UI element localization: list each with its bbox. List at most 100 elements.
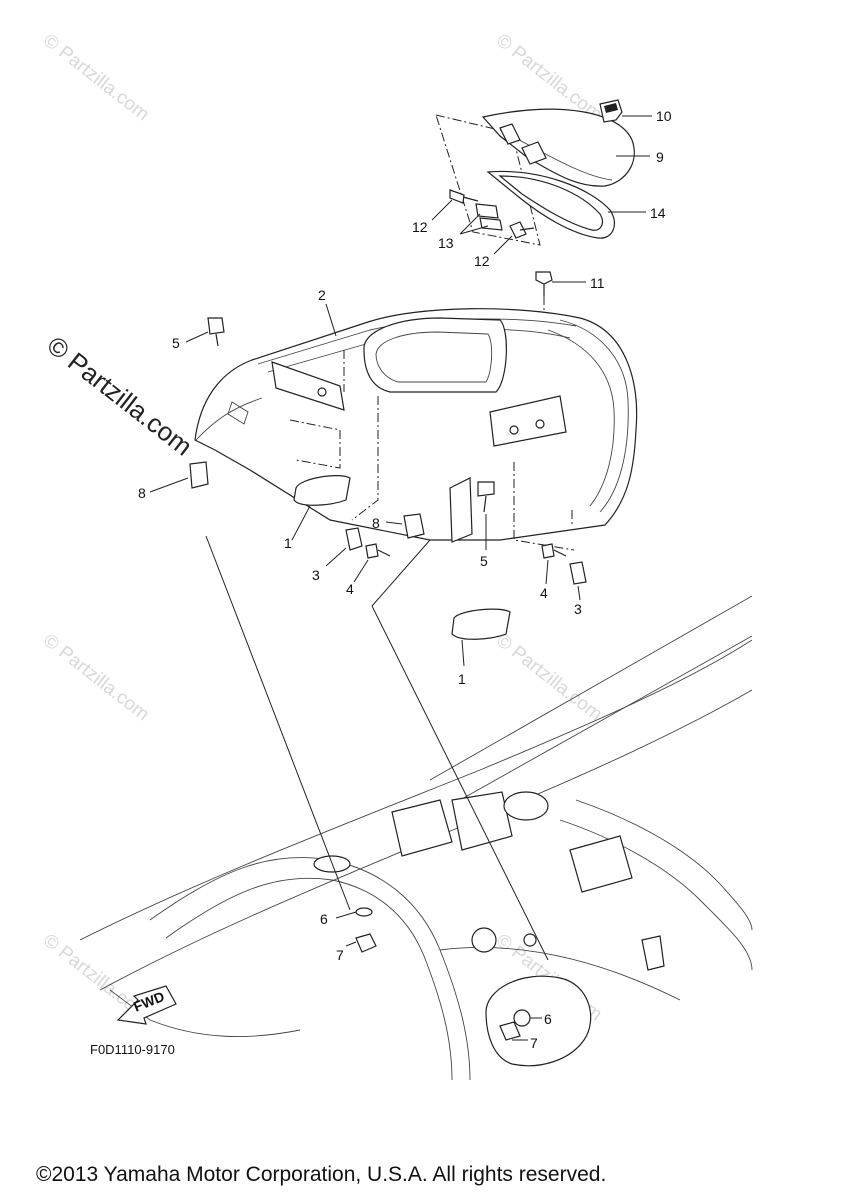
gasket-inner	[498, 175, 604, 231]
leader-3a	[325, 547, 347, 567]
leader-4a	[353, 559, 369, 583]
sticker-1b	[451, 608, 511, 640]
bolt-5a	[207, 317, 225, 347]
callout-8a: 8	[138, 485, 146, 501]
front-body	[194, 308, 638, 551]
nut-3a	[345, 527, 363, 551]
mount-opening	[503, 791, 549, 821]
callout-5b: 5	[480, 553, 488, 569]
nut-7b	[499, 1021, 521, 1041]
storage-opening	[363, 317, 507, 393]
screw-12a	[449, 189, 479, 204]
bracket	[569, 835, 633, 893]
washer-6a	[355, 907, 373, 917]
hull-curve	[575, 799, 753, 931]
callout-14: 14	[650, 205, 666, 221]
leader-5a	[185, 331, 209, 343]
bolt-4b	[541, 543, 567, 559]
frame-rail	[459, 635, 753, 801]
callout-9: 9	[656, 149, 664, 165]
clip-13a	[475, 203, 499, 219]
callout-11: 11	[590, 275, 605, 291]
callout-6a: 6	[320, 911, 328, 927]
guide-line	[371, 539, 549, 961]
guide	[351, 396, 379, 521]
bolt-4a	[365, 543, 391, 559]
right-flange	[559, 319, 629, 513]
frame-rail	[79, 639, 753, 941]
callout-2: 2	[318, 287, 326, 303]
front-panel	[489, 395, 567, 447]
hull-curve	[149, 857, 471, 1081]
clip-13b	[479, 217, 503, 231]
detail-inset	[485, 975, 592, 1067]
frame-rail	[429, 595, 753, 781]
fwd-arrow-icon	[116, 985, 177, 1025]
side-panel	[271, 361, 345, 411]
guide	[513, 462, 575, 551]
hull-curve	[165, 877, 453, 1081]
washer-6b	[513, 1009, 531, 1027]
hull-curve	[559, 819, 753, 971]
leader-8b	[385, 521, 403, 525]
callout-5a: 5	[172, 335, 180, 351]
left-tab	[227, 401, 249, 425]
leader-1b	[461, 639, 465, 667]
guide-line	[205, 535, 351, 911]
cover-part	[481, 108, 635, 187]
leader-12a	[431, 199, 453, 221]
screw-12b	[509, 221, 535, 239]
storage-rim	[375, 331, 493, 383]
leader-7a	[345, 941, 357, 947]
callout-7a: 7	[336, 947, 344, 963]
callout-3b: 3	[574, 601, 582, 617]
clip-8b	[403, 513, 425, 539]
bracket	[391, 799, 453, 857]
mount-hole	[523, 933, 537, 947]
hull-curve	[439, 947, 681, 1001]
clip-10-shade	[604, 103, 618, 113]
callout-1a: 1	[284, 535, 292, 551]
screw-11	[535, 271, 553, 285]
bolt-hole	[509, 425, 519, 435]
assembly-frame	[435, 114, 541, 246]
guide	[289, 419, 341, 469]
callout-3a: 3	[312, 567, 320, 583]
clip-8a	[189, 461, 209, 489]
mount-hole	[471, 927, 497, 953]
nut-3b	[569, 561, 587, 585]
leader-2	[325, 303, 337, 337]
leader-12b	[493, 235, 513, 255]
callout-10: 10	[656, 108, 672, 124]
bracket	[451, 791, 513, 851]
leader-3b	[577, 585, 581, 601]
bolt-5b	[477, 481, 495, 513]
leader-1a	[291, 505, 311, 541]
callout-7b: 7	[530, 1035, 538, 1051]
center-slot	[449, 477, 473, 543]
copyright-notice: ©2013 Yamaha Motor Corporation, U.S.A. A…	[36, 1163, 607, 1186]
nut-7a	[355, 933, 377, 953]
leader-4b	[545, 559, 549, 585]
leader-13	[459, 213, 489, 235]
hull-frame	[79, 595, 753, 1081]
left-wing	[195, 397, 263, 441]
cover-tab	[499, 123, 521, 145]
callout-4a: 4	[346, 581, 354, 597]
hull-curve	[109, 989, 301, 1037]
cover-assembly	[435, 99, 635, 380]
diagram-code: F0D1110-9170	[90, 1042, 175, 1057]
callout-1b: 1	[458, 671, 466, 687]
leader-6a	[335, 911, 357, 919]
cover-tab	[521, 141, 547, 165]
callout-6b: 6	[544, 1011, 552, 1027]
callout-13: 13	[438, 235, 454, 251]
bolt-hole	[535, 419, 545, 429]
callout-4b: 4	[540, 585, 548, 601]
bolt-hole	[317, 387, 327, 397]
callout-12a: 12	[412, 219, 428, 235]
sticker-1a	[293, 475, 351, 506]
bracket	[641, 935, 665, 971]
leader-8a	[149, 477, 189, 493]
